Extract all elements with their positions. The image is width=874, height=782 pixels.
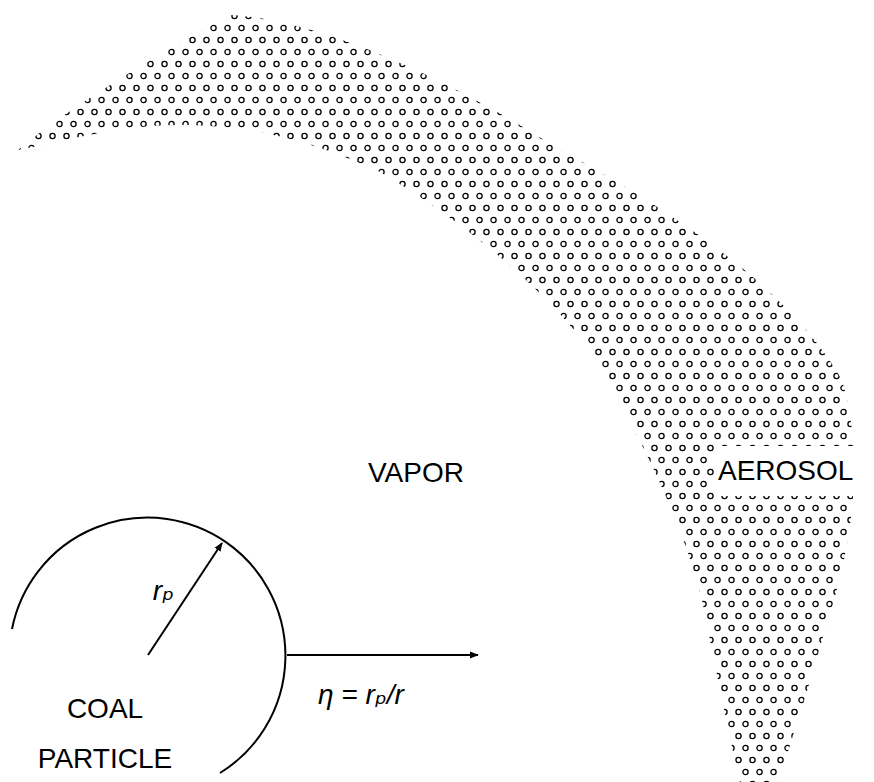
radius-label: rₚ [153, 574, 174, 607]
radius-arrow [148, 543, 222, 655]
node-text: AEROSOL [714, 446, 857, 496]
eta-arrow [287, 654, 478, 656]
vapor-label: VAPOR [368, 457, 464, 489]
eta-label: η = rₚ/r [318, 678, 404, 711]
node-text: COAL PARTICLE [20, 684, 190, 782]
particle-outline [12, 518, 285, 773]
aerosol-dots [18, 15, 854, 782]
